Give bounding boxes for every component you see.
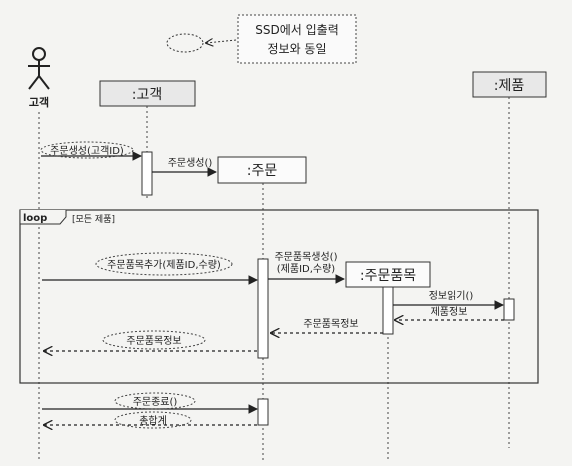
loop-tag-box xyxy=(19,210,67,225)
msg-create-item-label-1: 주문품목생성() xyxy=(274,251,337,263)
msg-add-item-label: 주문품목추가(제품ID,수량) xyxy=(107,259,221,271)
activation-order-loop xyxy=(257,258,269,359)
object-product-box xyxy=(472,71,547,98)
loop-tag: loop xyxy=(23,213,47,224)
object-product-label: :제품 xyxy=(494,78,525,94)
object-order-label: :주문 xyxy=(247,163,278,179)
note-line-2: 정보와 동일 xyxy=(267,42,326,56)
note-connector-arrow xyxy=(206,40,237,43)
loop-frame xyxy=(19,209,539,384)
msg-create-item-label-2: (제품ID,수량) xyxy=(277,263,336,275)
note-connector-ellipse xyxy=(166,33,204,53)
msg-add-item-highlight xyxy=(95,252,233,276)
msg-read-info-label: 정보읽기() xyxy=(429,289,474,302)
msg-create-order-label: 주문생성(고객ID) xyxy=(50,145,124,157)
actor-stick-figure-icon xyxy=(28,47,50,90)
msg-total-label: 총합계 xyxy=(139,415,167,427)
activation-customer xyxy=(141,151,153,196)
msg-end-order-highlight xyxy=(114,392,196,410)
msg-end-order-label: 주문종료() xyxy=(133,396,178,408)
activation-product xyxy=(503,298,515,321)
msg-item-info-label: 주문품목정보 xyxy=(303,318,358,330)
msg-create-order-2-label: 주문생성() xyxy=(168,157,213,169)
note-line-1: SSD에서 입출력 xyxy=(255,23,339,37)
msg-create-order-highlight xyxy=(40,141,134,159)
activation-order-item xyxy=(382,286,394,335)
msg-item-info-return-label: 주문품목정보 xyxy=(126,335,181,347)
msg-item-info-return-highlight xyxy=(102,330,206,350)
msg-product-info-label: 제품정보 xyxy=(431,306,468,318)
loop-guard: [모든 제품] xyxy=(72,214,115,225)
activation-order-end xyxy=(257,398,269,426)
msg-total-highlight xyxy=(114,411,192,429)
object-order-box xyxy=(217,156,307,184)
note-box xyxy=(237,14,357,64)
actor-label: 고객 xyxy=(29,95,49,109)
object-order-item-label: :주문품목 xyxy=(360,268,416,284)
object-customer-label: :고객 xyxy=(132,87,162,103)
